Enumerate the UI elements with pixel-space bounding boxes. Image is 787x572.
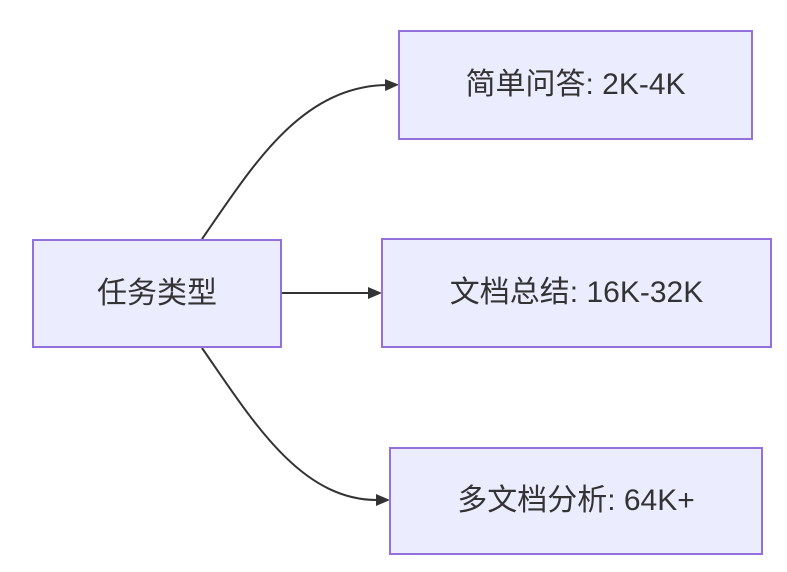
node-task-type: 任务类型 [32, 239, 282, 348]
node-doc-summary: 文档总结: 16K-32K [381, 238, 772, 348]
edge-root-to-multi-doc [201, 347, 390, 506]
node-multi-doc: 多文档分析: 64K+ [389, 447, 763, 555]
node-simple-qa: 简单问答: 2K-4K [398, 30, 753, 140]
node-task-type-label: 任务类型 [97, 276, 217, 310]
node-simple-qa-label: 简单问答: 2K-4K [465, 68, 686, 101]
node-multi-doc-label: 多文档分析: 64K+ [457, 484, 695, 517]
edge-root-to-simple-qa [201, 79, 399, 240]
node-doc-summary-label: 文档总结: 16K-32K [449, 276, 704, 309]
